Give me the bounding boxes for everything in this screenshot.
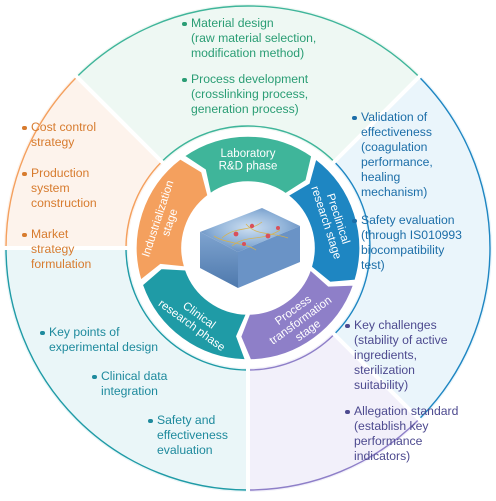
segment-item-line: healing <box>361 170 401 184</box>
segment-item-line: Key challenges <box>354 318 437 332</box>
segment-item-line: ingredients, <box>354 348 418 362</box>
segment-item-line: integration <box>101 384 158 398</box>
segment-item-line: system <box>31 181 70 195</box>
segment-item-line: formulation <box>31 257 92 271</box>
segment-item-line: experimental design <box>49 340 159 354</box>
segment-item-line: effectiveness <box>361 125 432 139</box>
segment-item-line: sterilization <box>354 363 415 377</box>
stage-arrow-clinical <box>141 267 248 361</box>
segment-item-line: Key points of <box>49 325 120 339</box>
segment-item-line: Clinical data <box>101 369 168 383</box>
segment-item-line: (crosslinking process, <box>191 87 309 101</box>
outer-border-preclinical <box>333 76 491 420</box>
segment-item-line: strategy <box>31 135 75 149</box>
sponge-fibers <box>213 221 289 251</box>
segment-item: Process development(crosslinking process… <box>182 72 316 117</box>
segment-item-line: mechanism) <box>361 185 428 199</box>
sponge-right-side <box>238 226 300 288</box>
segment-item: Material design(raw material selection,m… <box>182 16 316 61</box>
segment-divider <box>74 74 165 165</box>
segment-item-line: generation process) <box>191 102 299 116</box>
segment-item-line: Allegation standard <box>354 404 459 418</box>
sponge-left-side <box>200 232 238 288</box>
segment-item-line: (establish key <box>354 419 429 433</box>
segment-item-line: test) <box>361 258 385 272</box>
segment-item-line: effectiveness <box>157 428 228 442</box>
segment-item-line: Production <box>31 166 90 180</box>
segment-item-line: Market <box>31 227 69 241</box>
outer-segment-clinical <box>4 248 248 492</box>
segment-item-line: performance <box>354 434 423 448</box>
stage-arrow-industrial <box>135 157 209 282</box>
segment-divider <box>331 74 422 165</box>
segment-divider <box>331 331 422 422</box>
segment-item-line: (coagulation <box>361 140 428 154</box>
segment-item-line: Validation of <box>361 110 428 124</box>
outer-segment-preclinical <box>332 75 492 421</box>
stage-label-line: Laboratory <box>221 148 276 160</box>
segment-rd-text: Material design(raw material selection,m… <box>182 16 316 117</box>
segment-item-line: Material design <box>191 16 274 30</box>
segment-item-line: performance, <box>361 155 433 169</box>
segment-item-line: Safety and <box>157 413 216 427</box>
stage-arrow-rd <box>182 135 313 196</box>
segment-item-line: construction <box>31 196 97 210</box>
segment-item-line: (raw material selection, <box>191 31 317 45</box>
segment-item-line: (through IS010993 <box>361 228 462 242</box>
segment-item-line: biocompatibility <box>361 243 445 257</box>
stage-label-line: R&D phase <box>219 160 278 172</box>
segment-item-line: (stability of active <box>354 333 448 347</box>
stage-arrow-process <box>239 268 355 361</box>
stage-arrow-preclinical <box>286 157 361 284</box>
segment-item-line: indicators) <box>354 449 411 463</box>
segment-item-line: modification method) <box>191 46 305 60</box>
outer-border-clinical <box>5 247 249 491</box>
segment-item-line: Process development <box>191 72 309 86</box>
segment-item-line: evaluation <box>157 443 213 457</box>
hydrogel-sponge-image <box>183 183 313 313</box>
segment-item-line: strategy <box>31 242 75 256</box>
segment-item-line: Cost control <box>31 120 97 134</box>
segment-item-line: Safety evaluation <box>361 213 455 227</box>
segment-item-line: suitability) <box>354 378 409 392</box>
outer-border-rd <box>76 5 420 163</box>
sponge-particles <box>233 223 280 246</box>
outer-segment-rd <box>75 4 421 164</box>
